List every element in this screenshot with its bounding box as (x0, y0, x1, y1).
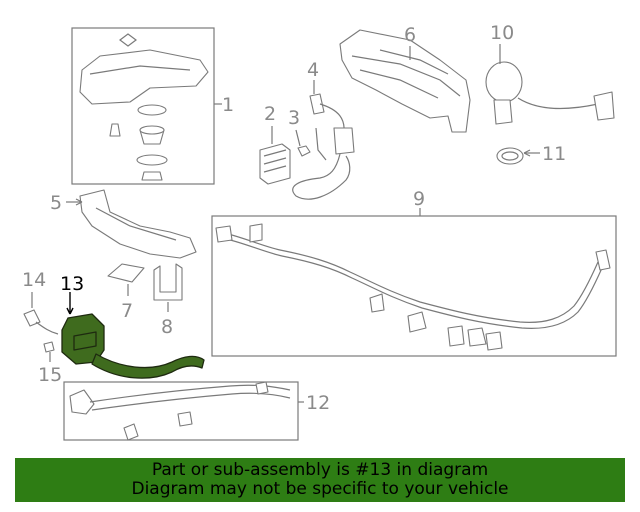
callout-10: 10 (490, 22, 514, 44)
part-11-clamp (496, 147, 524, 165)
part-11-group[interactable]: 11 (496, 143, 566, 165)
part-6-shield (339, 29, 471, 133)
part-13-hose (91, 353, 205, 379)
part-1-group[interactable]: 1 (71, 27, 234, 185)
callout-15: 15 (38, 364, 62, 386)
line-clip-a (369, 293, 385, 313)
callout-1: 1 (222, 94, 234, 116)
part-3-group[interactable]: 3 (288, 107, 311, 157)
callout-14: 14 (22, 269, 46, 291)
o-ring-bottom (136, 154, 168, 166)
info-banner: Part or sub-assembly is #13 in diagram D… (15, 458, 625, 502)
part-8-group[interactable]: 8 (153, 263, 183, 338)
callout-2: 2 (264, 103, 276, 125)
callout-9: 9 (413, 188, 425, 210)
part-7-group[interactable]: 7 (107, 263, 145, 322)
line-clip-d (467, 327, 487, 347)
part-9-group[interactable]: 9 (211, 188, 617, 357)
part-5-group[interactable]: 5 (50, 189, 197, 259)
part-12-box (63, 381, 299, 441)
canister-body (79, 49, 209, 105)
part-10-group[interactable]: 10 (485, 22, 615, 125)
parts-diagram: 1 2 3 4 6 10 (22, 22, 617, 441)
part-1-box (71, 27, 215, 185)
part-2-module (259, 143, 291, 185)
o-ring-top (137, 104, 167, 116)
callout-12: 12 (306, 392, 330, 414)
part-8-strap (153, 263, 183, 301)
part-12-neck (69, 389, 95, 415)
callout-5: 5 (50, 192, 62, 214)
line-clip-c (447, 325, 465, 347)
banner-line-2: Diagram may not be specific to your vehi… (131, 479, 509, 499)
callout-3: 3 (288, 107, 300, 129)
part-9-box (211, 215, 617, 357)
callout-4: 4 (307, 59, 319, 81)
part-3-bolt (297, 145, 311, 157)
part-4-connector (309, 93, 325, 115)
line-clip-e (485, 331, 503, 351)
banner-line-1: Part or sub-assembly is #13 in diagram (151, 460, 489, 480)
callout-6: 6 (404, 24, 416, 46)
part-13-group[interactable]: 13 (60, 273, 205, 379)
small-clip (109, 123, 121, 137)
part-6-group[interactable]: 6 (339, 24, 471, 133)
part-7-bracket (107, 263, 145, 283)
callout-8: 8 (161, 316, 173, 338)
part-10-cap-ring (485, 61, 523, 103)
part-14-group[interactable]: 14 (22, 269, 59, 335)
callout-11: 11 (542, 143, 566, 165)
part-4-group[interactable]: 4 (292, 59, 355, 200)
part-2-group[interactable]: 2 (259, 103, 291, 185)
line-clip-b (407, 311, 427, 333)
part-15-bolt (43, 341, 55, 353)
callout-7: 7 (121, 300, 133, 322)
part-12-group[interactable]: 12 (63, 381, 330, 441)
part-10-cap (493, 99, 513, 125)
part-15-group[interactable]: 15 (38, 341, 62, 386)
callout-13: 13 (60, 273, 84, 295)
part-5-shield (79, 189, 197, 259)
